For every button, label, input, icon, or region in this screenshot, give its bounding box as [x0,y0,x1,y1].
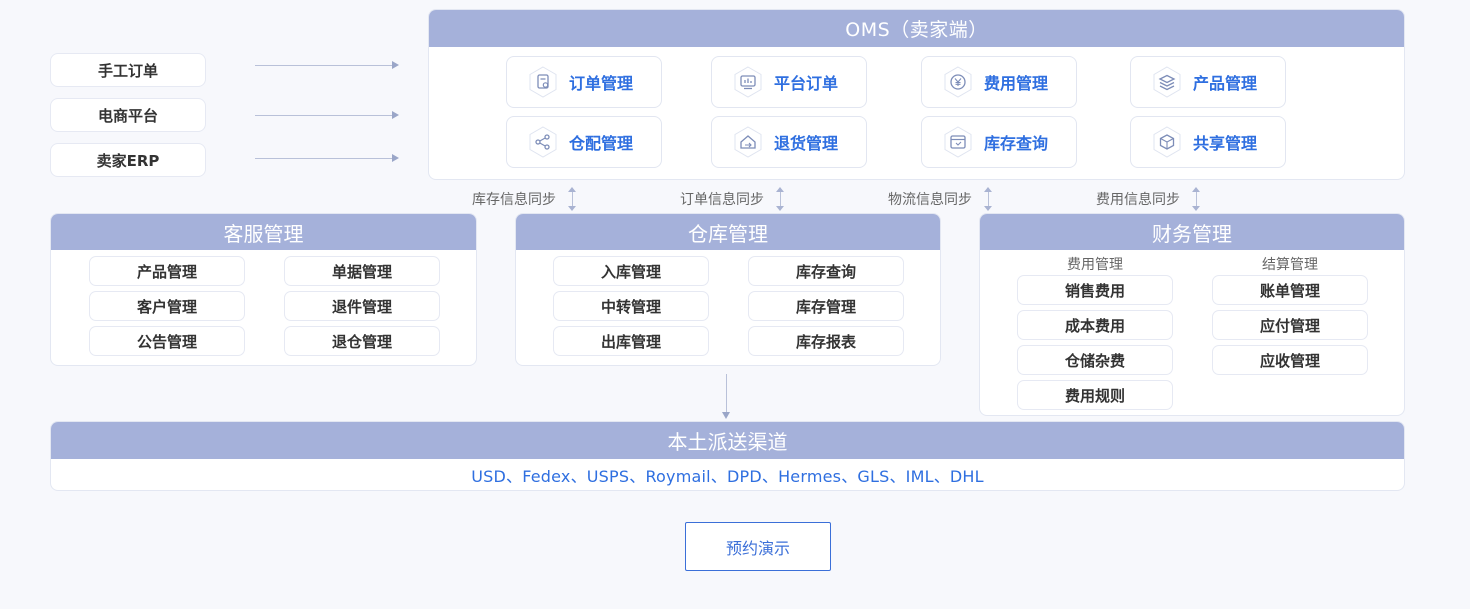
cs-item-documents[interactable]: 单据管理 [284,256,440,286]
arrow-right-icon [255,111,399,119]
share-icon [527,126,559,158]
channel-title: 本土派送渠道 [51,422,1404,459]
module-label: 共享管理 [1193,134,1258,153]
cs-item-product[interactable]: 产品管理 [89,256,245,286]
module-label: 仓配管理 [569,134,634,153]
finance-panel: 财务管理 费用管理 结算管理 销售费用 成本费用 仓储杂费 费用规则 账单管理 … [979,213,1405,416]
settle-caption: 结算管理 [1262,257,1318,273]
module-label: 订单管理 [569,74,634,93]
arrow-right-icon [255,154,399,162]
fin-item-sales-fee[interactable]: 销售费用 [1017,275,1173,305]
module-label: 平台订单 [774,74,839,93]
module-returns-management[interactable]: 退货管理 [711,116,867,168]
source-seller-erp: 卖家ERP [50,143,206,177]
wh-item-inbound[interactable]: 入库管理 [553,256,709,286]
warehouse-title: 仓库管理 [516,214,940,250]
customer-service-title: 客服管理 [51,214,476,250]
module-fee-management[interactable]: 费用管理 [921,56,1077,108]
sync-inventory: 库存信息同步 [472,187,578,211]
sync-label: 库存信息同步 [472,192,556,208]
sync-label: 物流信息同步 [888,192,972,208]
platform-chart-icon [732,66,764,98]
wh-item-inventory-management[interactable]: 库存管理 [748,291,904,321]
module-shared-management[interactable]: 共享管理 [1130,116,1286,168]
fin-item-payables[interactable]: 应付管理 [1212,310,1368,340]
yen-coin-icon [942,66,974,98]
module-warehouse-delivery[interactable]: 仓配管理 [506,116,662,168]
module-label: 退货管理 [774,134,839,153]
module-platform-orders[interactable]: 平台订单 [711,56,867,108]
finance-title: 财务管理 [980,214,1404,250]
fin-item-storage-fee[interactable]: 仓储杂费 [1017,345,1173,375]
bidirectional-arrow-icon [984,187,994,211]
fin-item-receivables[interactable]: 应收管理 [1212,345,1368,375]
oms-title: OMS（卖家端） [429,10,1404,47]
bidirectional-arrow-icon [1192,187,1202,211]
fin-item-bills[interactable]: 账单管理 [1212,275,1368,305]
module-label: 费用管理 [984,74,1049,93]
bidirectional-arrow-icon [568,187,578,211]
source-manual-order: 手工订单 [50,53,206,87]
source-ecommerce-platform: 电商平台 [50,98,206,132]
share-box-icon [1151,126,1183,158]
cs-item-returned-parcels[interactable]: 退件管理 [284,291,440,321]
customer-service-panel: 客服管理 产品管理 单据管理 客户管理 退件管理 公告管理 退仓管理 [50,213,477,366]
sync-order: 订单信息同步 [680,187,786,211]
sync-logistics: 物流信息同步 [888,187,994,211]
cs-item-return-to-warehouse[interactable]: 退仓管理 [284,326,440,356]
layers-icon [1151,66,1183,98]
wh-item-outbound[interactable]: 出库管理 [553,326,709,356]
fee-caption: 费用管理 [1067,257,1123,273]
module-label: 库存查询 [984,134,1049,153]
module-label: 产品管理 [1193,74,1258,93]
fin-item-cost-fee[interactable]: 成本费用 [1017,310,1173,340]
return-house-icon [732,126,764,158]
order-document-icon [527,66,559,98]
sync-fee: 费用信息同步 [1096,187,1202,211]
warehouse-panel: 仓库管理 入库管理 库存查询 中转管理 库存管理 出库管理 库存报表 [515,213,941,366]
module-inventory-query[interactable]: 库存查询 [921,116,1077,168]
cs-item-announcements[interactable]: 公告管理 [89,326,245,356]
oms-panel: OMS（卖家端） 订单管理 平台订单 费用管理 产品管理 仓配管理 [428,9,1405,180]
sync-label: 费用信息同步 [1096,192,1180,208]
cs-item-customers[interactable]: 客户管理 [89,291,245,321]
fin-item-fee-rules[interactable]: 费用规则 [1017,380,1173,410]
inventory-calendar-icon [942,126,974,158]
bidirectional-arrow-icon [776,187,786,211]
wh-item-transfer[interactable]: 中转管理 [553,291,709,321]
arrow-right-icon [255,61,399,69]
delivery-channel-panel: 本土派送渠道 USD、Fedex、USPS、Roymail、DPD、Hermes… [50,421,1405,491]
sync-label: 订单信息同步 [680,192,764,208]
arrow-down-icon [722,374,730,419]
carrier-list: USD、Fedex、USPS、Roymail、DPD、Hermes、GLS、IM… [471,467,984,486]
wh-item-inventory-report[interactable]: 库存报表 [748,326,904,356]
wh-item-inventory-query[interactable]: 库存查询 [748,256,904,286]
module-product-management[interactable]: 产品管理 [1130,56,1286,108]
module-order-management[interactable]: 订单管理 [506,56,662,108]
book-demo-button[interactable]: 预约演示 [685,522,831,571]
